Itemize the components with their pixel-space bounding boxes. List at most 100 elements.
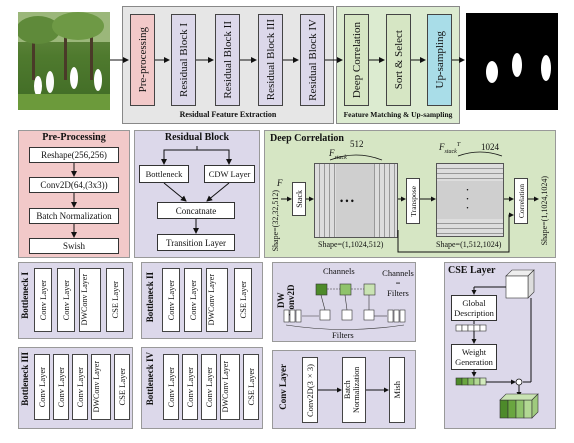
residual-block-4: Residual Block IV <box>300 14 325 106</box>
bottleneck-3-layer-3-label: Conv Layer <box>75 366 85 408</box>
preprocessing-arrows <box>71 163 77 238</box>
upsampling-block: Up-sampling <box>427 14 452 106</box>
fstack-dots: • • • <box>340 196 354 206</box>
bottleneck-1-layer-2: Conv Layer <box>57 268 75 332</box>
bottleneck-2-layer-1: Conv Layer <box>162 268 180 332</box>
matching-group-label: Feature Matching & Up-sampling <box>343 110 453 119</box>
correlation-op: Correlation <box>514 178 528 224</box>
dwconv-equals: = <box>395 278 401 288</box>
weight-generation-node: Weight Generation <box>451 344 497 370</box>
dwconv-filters-eq: Filters <box>387 288 409 298</box>
bottleneck-1-layer-4: CSE Layer <box>106 268 124 332</box>
fstack-t-center <box>437 181 503 219</box>
bottleneck-2-layer-4: CSE Layer <box>234 268 252 332</box>
top-arrows <box>110 57 465 63</box>
bottleneck-4-layer-3-label: Conv Layer <box>204 366 214 408</box>
fstack1-sub: stack <box>334 154 347 161</box>
bottleneck-4-layer-4: DWConv Layer <box>220 354 240 420</box>
bottleneck-3-layer-4: DWConv Layer <box>91 354 111 420</box>
residual-block-3: Residual Block III <box>258 14 283 106</box>
dwconv-channels-top: Channels <box>323 266 355 276</box>
residual-block-panel-title: Residual Block <box>164 132 230 143</box>
bottleneck-1-layer-4-label: CSE Layer <box>110 281 120 319</box>
deep-correlation-arrows <box>281 151 539 253</box>
reshape-step: Reshape(256,256) <box>29 147 119 163</box>
bottleneck-2-layer-3: DWConv Layer <box>206 268 228 332</box>
bottleneck-4-layer-2-label: Conv Layer <box>185 366 195 408</box>
bottleneck-3-layer-3: Conv Layer <box>72 354 88 420</box>
fstack2-label: FstackT <box>439 142 460 155</box>
bottleneck-node: Bottleneck <box>139 165 189 183</box>
dim-512-label: 512 <box>350 139 364 149</box>
dwconv-diagram <box>283 283 406 330</box>
bottleneck-2-layer-3-label: DWConv Layer <box>207 274 216 326</box>
bottleneck-2-title: Bottleneck II <box>145 272 155 323</box>
fstack2-sub: stack <box>444 148 457 155</box>
swish-step: Swish <box>29 238 119 254</box>
residual-block-1: Residual Block I <box>171 14 196 106</box>
concatenate-node: Concatnate <box>157 202 235 219</box>
stack-op: Stack <box>292 182 306 216</box>
cse-diagram <box>455 269 539 419</box>
fstack-t-dots: ··· <box>466 185 470 213</box>
bottleneck-4-layer-5: CSE Layer <box>243 354 259 420</box>
fstack-tensor-center <box>336 164 374 237</box>
deep-correlation-block: Deep Correlation <box>344 14 369 106</box>
bottleneck-4-layer-3: Conv Layer <box>201 354 217 420</box>
bottleneck-3-title: Bottleneck III <box>20 352 30 406</box>
bottleneck-4-layer-5-label: CSE Layer <box>246 368 256 406</box>
extraction-group-label: Residual Feature Extraction <box>179 110 277 119</box>
mish-step: Mish <box>389 357 405 423</box>
preprocessing-block: Pre-processing <box>130 14 155 106</box>
sort-select-block: Sort & Select <box>386 14 411 106</box>
bottleneck-3-layer-4-label: DWConv Layer <box>92 361 101 413</box>
bottleneck-2-layer-4-label: CSE Layer <box>238 281 248 319</box>
global-description-node: Global Description <box>451 295 497 321</box>
shape2-label: Shape=(1,512,1024) <box>436 240 502 249</box>
conv2d-3x3-step: Conv2D(3×3) <box>302 357 318 423</box>
bottleneck-1-layer-2-label: Conv Layer <box>61 279 71 321</box>
fstack1-f: F <box>329 148 335 158</box>
bottleneck-1-layer-1-label: Conv Layer <box>38 279 48 321</box>
bottleneck-3-layer-2: Conv Layer <box>53 354 69 420</box>
bottleneck-1-layer-1: Conv Layer <box>34 268 52 332</box>
bottleneck-1-title: Bottleneck I <box>20 272 30 319</box>
bottleneck-1-layer-3: DWConv Layer <box>79 268 101 332</box>
f-input-label: F <box>277 178 283 188</box>
dwconv-filters-bottom: Filters <box>332 330 354 340</box>
batchnorm-step: Batch Normalization <box>29 208 119 224</box>
cdw-layer-node: CDW Layer <box>204 165 255 183</box>
deep-correlation-panel-title: Deep Correlation <box>270 133 344 144</box>
transition-layer-node: Transition Layer <box>157 234 235 251</box>
shape1-label: Shape=(1,1024,512) <box>318 240 384 249</box>
fstack2-sup: T <box>456 142 461 148</box>
residual-block-arrows <box>161 146 232 234</box>
bottleneck-2-layer-2-label: Conv Layer <box>188 279 198 321</box>
bottleneck-4-layer-1-label: Conv Layer <box>166 366 176 408</box>
dim-1024-label: 1024 <box>481 142 499 152</box>
output-mask <box>466 13 558 110</box>
bottleneck-4-layer-4-label: DWConv Layer <box>221 361 230 413</box>
dwconv-channels-eq: Channels = Filters <box>381 268 415 298</box>
cse-layer-title: CSE Layer <box>448 265 496 276</box>
bottleneck-3-layer-1-label: Conv Layer <box>37 366 47 408</box>
residual-block-2: Residual Block II <box>215 14 240 106</box>
bottleneck-2-layer-2: Conv Layer <box>184 268 202 332</box>
input-photo <box>18 12 110 110</box>
fstack2-f: F <box>439 142 445 152</box>
bottleneck-3-layer-5-label: CSE Layer <box>117 368 127 406</box>
conv-layer-arrows <box>318 387 389 393</box>
dwconv-channels-eq-top: Channels <box>382 268 414 278</box>
bottleneck-3-layer-2-label: Conv Layer <box>56 366 66 408</box>
bottleneck-4-layer-2: Conv Layer <box>182 354 198 420</box>
conv-batchnorm-step: Batch Normalization <box>342 357 366 423</box>
bottleneck-3-layer-1: Conv Layer <box>34 354 50 420</box>
dwconv-panel <box>272 262 416 342</box>
transpose-op: Transpose <box>406 178 420 224</box>
bottleneck-4-layer-1: Conv Layer <box>163 354 179 420</box>
bottleneck-2-layer-1-label: Conv Layer <box>166 279 176 321</box>
bottleneck-3-layer-5: CSE Layer <box>114 354 130 420</box>
preprocessing-panel-title: Pre-Processing <box>42 132 106 143</box>
bottleneck-4-title: Bottleneck IV <box>145 352 155 406</box>
conv2d-step: Conv2D(64,(3x3)) <box>29 177 119 193</box>
